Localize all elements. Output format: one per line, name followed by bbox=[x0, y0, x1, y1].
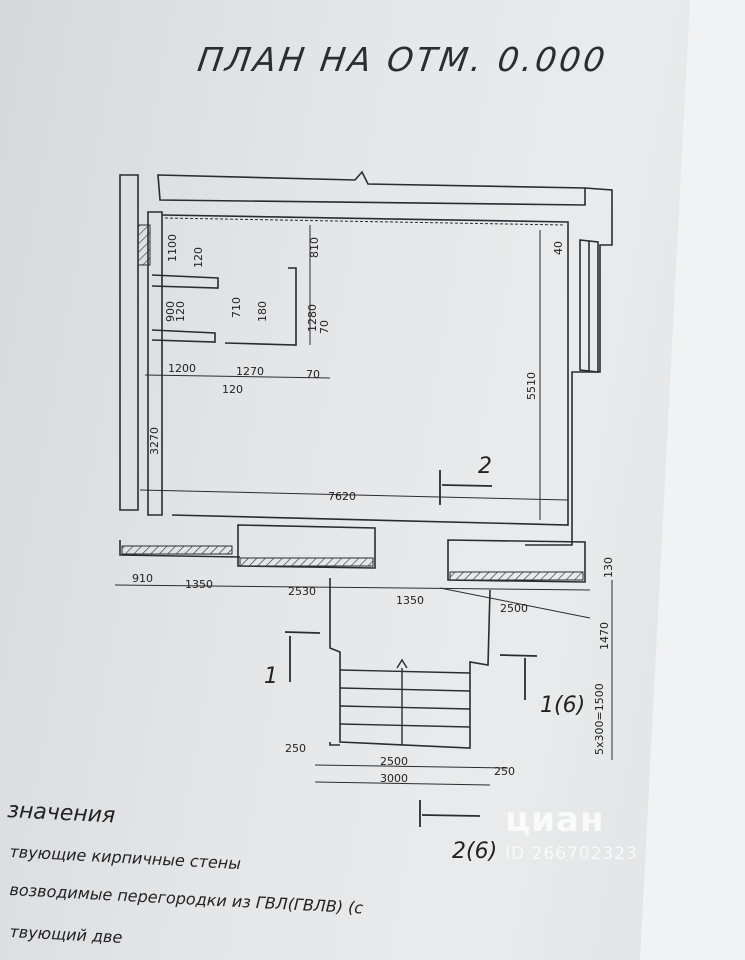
dim-1200: 1200 bbox=[168, 362, 196, 375]
left-outer-wall bbox=[119, 174, 139, 511]
watermark-id: ID 266702323 bbox=[505, 844, 638, 864]
hatch-bottom-right bbox=[449, 571, 584, 581]
stair-edge bbox=[329, 742, 340, 746]
dim-7620: 7620 bbox=[328, 490, 356, 503]
section-markers bbox=[284, 470, 538, 827]
dim-1350b: 1350 bbox=[396, 594, 424, 607]
dim-180: 180 bbox=[256, 301, 269, 322]
dim-710: 710 bbox=[230, 297, 243, 318]
dim-910: 910 bbox=[132, 572, 153, 585]
dim-2500b: 2500 bbox=[380, 755, 408, 768]
dim-1470: 1470 bbox=[598, 622, 611, 650]
section-label-1-6: 1(6) bbox=[540, 693, 585, 718]
stair-treads bbox=[339, 658, 471, 745]
entrance-platform bbox=[329, 578, 491, 749]
dim-3270: 3270 bbox=[148, 427, 161, 455]
section-label-1: 1 bbox=[264, 664, 278, 689]
dim-1100: 1100 bbox=[166, 234, 179, 262]
section-labels: 2 1 1(6) 2(6) bbox=[264, 454, 585, 864]
dim-250b: 250 bbox=[494, 765, 515, 778]
dim-120b: 120 bbox=[174, 301, 187, 322]
dim-2500a: 2500 bbox=[500, 602, 528, 615]
dim-70b: 70 bbox=[306, 368, 320, 381]
hatch-bottom-left bbox=[121, 545, 233, 555]
dim-900: 900 bbox=[164, 301, 177, 322]
partition-vertical bbox=[224, 267, 297, 346]
dim-2530: 2530 bbox=[288, 585, 316, 598]
dim-120c: 120 bbox=[222, 383, 243, 396]
dim-1270: 1270 bbox=[236, 365, 264, 378]
bottom-right-block bbox=[447, 539, 586, 583]
watermark: циан ID 266702323 bbox=[505, 800, 637, 864]
dimension-texts: 1100 120 810 40 900 120 710 180 1280 70 … bbox=[132, 234, 615, 785]
dim-5510: 5510 bbox=[525, 372, 538, 400]
paper-edge bbox=[640, 0, 745, 960]
top-outer-wall bbox=[157, 170, 586, 206]
right-window bbox=[579, 239, 599, 373]
watermark-logo: циан bbox=[505, 800, 605, 840]
dim-3000: 3000 bbox=[380, 772, 408, 785]
partition-upper bbox=[151, 274, 219, 289]
dim-1350a: 1350 bbox=[185, 578, 213, 591]
section-label-2-6: 2(6) bbox=[452, 839, 497, 864]
dimension-lines bbox=[114, 225, 613, 786]
dim-70a: 70 bbox=[318, 320, 331, 334]
dim-130: 130 bbox=[602, 557, 615, 578]
partition-lower bbox=[151, 329, 216, 343]
hatch-left bbox=[137, 224, 151, 266]
bottom-left-wall bbox=[119, 540, 241, 558]
section-label-2: 2 bbox=[478, 454, 492, 479]
dim-250a: 250 bbox=[285, 742, 306, 755]
dim-40: 40 bbox=[552, 241, 565, 255]
floor-plan bbox=[119, 170, 613, 749]
hatch-bottom-center bbox=[239, 557, 374, 567]
page-title: ПЛАН НА ОТМ. 0.000 bbox=[195, 40, 611, 79]
right-outer-wall bbox=[525, 187, 613, 546]
dim-810: 810 bbox=[308, 237, 321, 258]
dashed-line-top bbox=[164, 217, 566, 226]
room-outline bbox=[161, 214, 569, 526]
dim-5x300: 5x300=1500 bbox=[593, 683, 606, 755]
dim-120a: 120 bbox=[192, 247, 205, 268]
bottom-center-block bbox=[237, 524, 376, 569]
dim-1280: 1280 bbox=[306, 304, 319, 332]
